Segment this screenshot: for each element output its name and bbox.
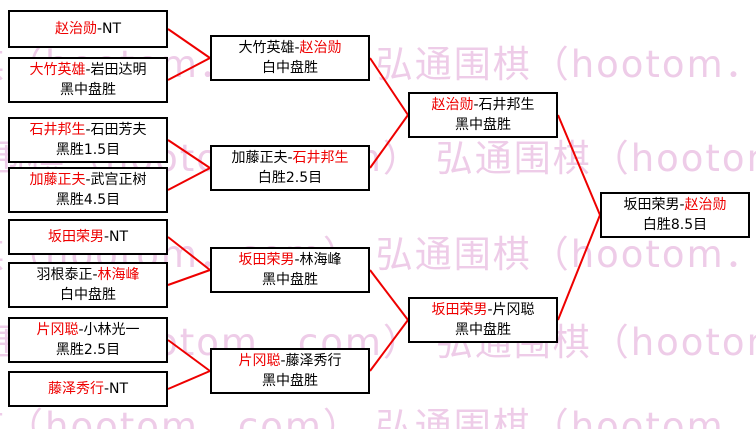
match-players: 坂田荣男-赵治勋 <box>623 195 726 215</box>
separator: - <box>96 21 103 37</box>
player-1: 坂田荣男 <box>431 302 488 318</box>
match-box-r1-4: 加藤正夫-武宫正树 黑胜4.5目 <box>8 167 168 213</box>
separator: - <box>294 40 300 56</box>
player-2: 石井邦生 <box>292 150 349 166</box>
player-1: 坂田荣男 <box>623 197 680 213</box>
match-result: 黑胜4.5目 <box>55 192 121 208</box>
player-1: 大竹英雄 <box>29 62 86 78</box>
match-result: 黑中盘胜 <box>262 272 318 288</box>
match-players: 坂田荣男-片冈聪 <box>431 300 534 320</box>
match-players: 羽根泰正-林海峰 <box>36 265 139 285</box>
match-box-r1-7: 片冈聪-小林光一 黑胜2.5目 <box>8 317 168 363</box>
connector-line <box>167 370 211 390</box>
match-box-sf-2: 坂田荣男-片冈聪 黑中盘胜 <box>408 297 558 343</box>
player-2: 赵治勋 <box>299 40 342 56</box>
player-1: 赵治勋 <box>431 97 474 113</box>
player-1: 加藤正夫 <box>231 150 288 166</box>
match-box-r1-3: 石井邦生-石田芳夫 黑胜1.5目 <box>8 117 168 163</box>
match-players: 片冈聪-藤泽秀行 <box>238 351 341 371</box>
match-players: 坂田荣男-林海峰 <box>238 250 341 270</box>
match-box-sf-1: 赵治勋-石井邦生 黑中盘胜 <box>408 92 558 138</box>
match-result: 黑中盘胜 <box>262 373 318 389</box>
player-2: 片冈聪 <box>492 302 535 318</box>
match-result: 黑胜1.5目 <box>55 142 121 158</box>
match-players: 赵治勋-石井邦生 <box>431 95 534 115</box>
separator: - <box>92 267 98 283</box>
separator: - <box>103 381 110 397</box>
player-1: 片冈聪 <box>36 322 79 338</box>
player-1: 藤泽秀行 <box>47 381 104 397</box>
match-players: 大竹英雄-赵治勋 <box>238 38 341 58</box>
match-result: 白胜8.5目 <box>642 217 708 233</box>
player-1: 坂田荣男 <box>238 252 295 268</box>
separator: - <box>294 252 300 268</box>
match-result: 白中盘胜 <box>262 60 318 76</box>
match-box-r1-5: 坂田荣男-NT <box>8 219 168 255</box>
match-players: 坂田荣男-NT <box>48 227 128 247</box>
match-box-r2-2: 加藤正夫-石井邦生 白胜2.5目 <box>210 145 370 191</box>
match-box-r1-8: 藤泽秀行-NT <box>8 371 168 407</box>
separator: - <box>679 197 685 213</box>
player-2: 小林光一 <box>83 322 140 338</box>
player-2: 赵治勋 <box>684 197 727 213</box>
separator: - <box>85 172 91 188</box>
separator: - <box>103 229 110 245</box>
separator: - <box>487 302 493 318</box>
player-2: NT <box>102 21 122 37</box>
match-result: 黑中盘胜 <box>455 117 511 133</box>
match-box-r1-2: 大竹英雄-岩田达明 黑中盘胜 <box>8 57 168 103</box>
match-result: 黑中盘胜 <box>455 322 511 338</box>
match-box-r1-1: 赵治勋-NT <box>8 10 168 48</box>
match-result: 黑中盘胜 <box>60 82 116 98</box>
match-players: 片冈聪-小林光一 <box>36 320 139 340</box>
match-players: 赵治勋-NT <box>55 19 121 39</box>
player-2: 武宫正树 <box>90 172 147 188</box>
player-1: 石井邦生 <box>29 122 86 138</box>
player-1: 大竹英雄 <box>238 40 295 56</box>
match-players: 大竹英雄-岩田达明 <box>29 60 146 80</box>
player-2: 石田芳夫 <box>90 122 147 138</box>
player-1: 赵治勋 <box>54 21 97 37</box>
match-box-r2-4: 片冈聪-藤泽秀行 黑中盘胜 <box>210 348 370 394</box>
match-players: 藤泽秀行-NT <box>48 379 128 399</box>
separator: - <box>78 322 84 338</box>
match-result: 黑胜2.5目 <box>55 342 121 358</box>
player-2: NT <box>109 229 129 245</box>
player-2: 岩田达明 <box>90 62 147 78</box>
match-players: 石井邦生-石田芳夫 <box>29 120 146 140</box>
match-box-final: 坂田荣男-赵治勋 白胜8.5目 <box>600 192 750 238</box>
player-1: 片冈聪 <box>238 353 281 369</box>
separator: - <box>280 353 286 369</box>
match-result: 白胜2.5目 <box>257 170 323 186</box>
match-box-r1-6: 羽根泰正-林海峰 白中盘胜 <box>8 262 168 308</box>
match-result: 白中盘胜 <box>60 287 116 303</box>
player-1: 坂田荣男 <box>47 229 104 245</box>
match-box-r2-1: 大竹英雄-赵治勋 白中盘胜 <box>210 35 370 81</box>
player-2: 藤泽秀行 <box>285 353 342 369</box>
match-players: 加藤正夫-武宫正树 <box>29 170 146 190</box>
player-2: 石井邦生 <box>478 97 535 113</box>
separator: - <box>85 62 91 78</box>
separator: - <box>473 97 479 113</box>
player-1: 加藤正夫 <box>29 172 86 188</box>
separator: - <box>85 122 91 138</box>
watermark-row: 弘通围棋（hootom．com） 弘通围棋（hootom．com） 弘通围棋（h… <box>0 405 756 429</box>
player-2: NT <box>109 381 129 397</box>
separator: - <box>287 150 293 166</box>
player-1: 羽根泰正 <box>36 267 93 283</box>
match-players: 加藤正夫-石井邦生 <box>231 148 348 168</box>
player-2: 林海峰 <box>97 267 140 283</box>
player-2: 林海峰 <box>299 252 342 268</box>
match-box-r2-3: 坂田荣男-林海峰 黑中盘胜 <box>210 247 370 293</box>
